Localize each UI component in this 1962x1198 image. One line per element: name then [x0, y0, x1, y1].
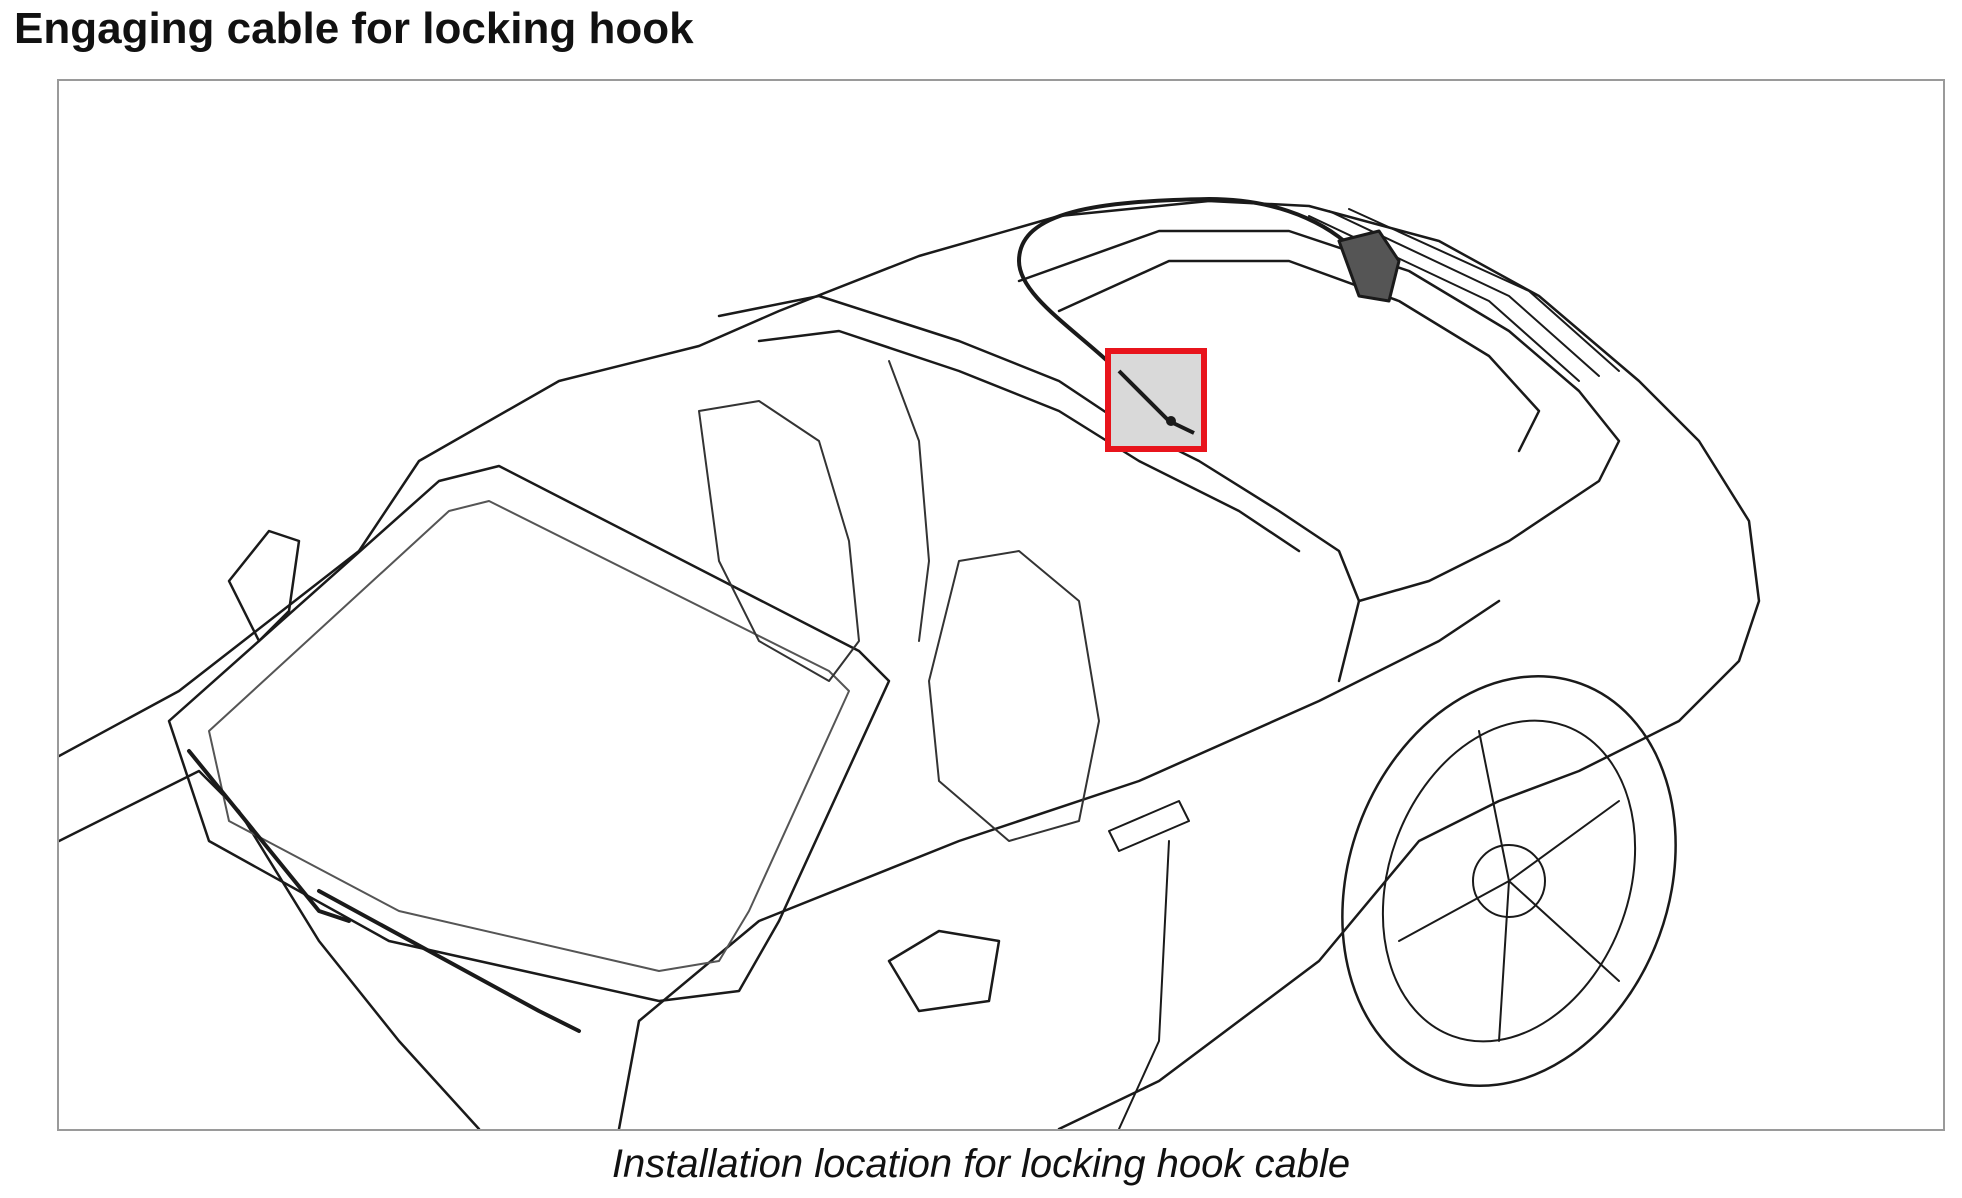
page-title: Engaging cable for locking hook	[14, 4, 694, 53]
roll-bar-inner	[757, 329, 1301, 553]
cable-end-fitting	[1166, 416, 1176, 426]
roll-bar	[717, 294, 1361, 683]
windshield-frame	[167, 464, 891, 1003]
diagram-frame	[57, 79, 1945, 1131]
highlight-rectangle	[1105, 348, 1207, 452]
front-hood-edge	[59, 769, 481, 1129]
rear-louvre-3	[1348, 208, 1620, 372]
rear-wheel-hub	[1472, 844, 1546, 918]
door-handle	[1108, 800, 1190, 852]
body-outline	[59, 199, 1761, 1129]
windshield-glass	[208, 500, 850, 972]
locking-hook-cable	[1017, 197, 1361, 433]
wiper-left	[187, 749, 351, 923]
door-line	[1118, 840, 1170, 1129]
seat-left-back	[698, 400, 860, 682]
figure-caption: Installation location for locking hook c…	[611, 1142, 1351, 1186]
locking-hook-bracket	[1337, 229, 1401, 303]
rear-deck-inner	[1057, 259, 1541, 453]
rear-deck	[1017, 229, 1621, 603]
mirror-left	[227, 529, 301, 643]
rear-wheel-rim	[1381, 719, 1637, 1043]
rear-wheel-tire	[1341, 674, 1677, 1088]
wiper-right	[317, 889, 581, 1033]
lower-body-line	[617, 599, 1501, 1129]
seat-belt	[888, 360, 930, 642]
car-line-drawing	[59, 197, 1761, 1129]
rear-louvre-2	[1328, 210, 1600, 377]
mirror-right	[887, 929, 1001, 1013]
seat-right-back	[928, 550, 1100, 842]
rear-wheel-spokes	[1398, 730, 1620, 1042]
